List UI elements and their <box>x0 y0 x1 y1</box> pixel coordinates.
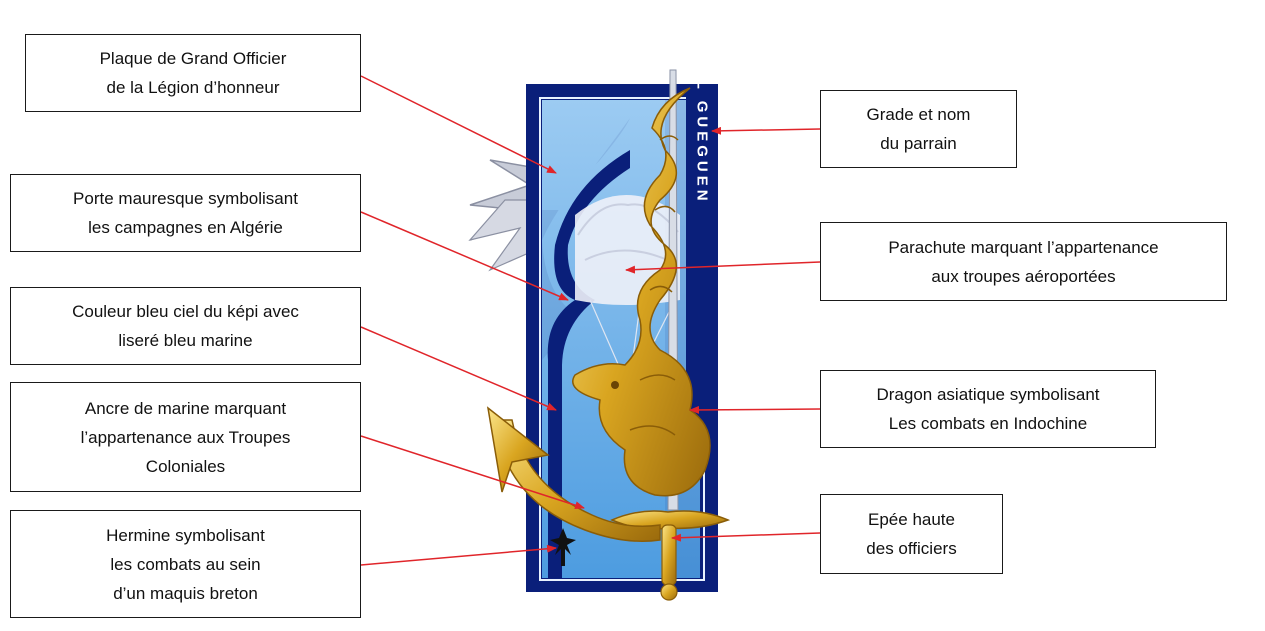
arrow-anchor <box>360 435 585 510</box>
arrow-color <box>360 326 557 411</box>
left-arrows <box>360 75 585 566</box>
arrow-legion <box>360 75 557 174</box>
ermine-symbol <box>550 528 576 566</box>
moorish-door <box>547 150 630 578</box>
arrow-dragon <box>689 405 821 414</box>
asian-dragon <box>572 87 711 497</box>
marine-anchor <box>486 406 661 542</box>
arrow-sword <box>671 532 821 542</box>
arrow-door <box>360 211 569 301</box>
vertical-name-text: COLONEL GUEGUEN <box>694 0 711 205</box>
arrow-name <box>711 126 821 135</box>
arrow-ermine <box>360 544 557 566</box>
right-arrows <box>625 126 821 542</box>
arrow-parachute <box>625 261 821 274</box>
